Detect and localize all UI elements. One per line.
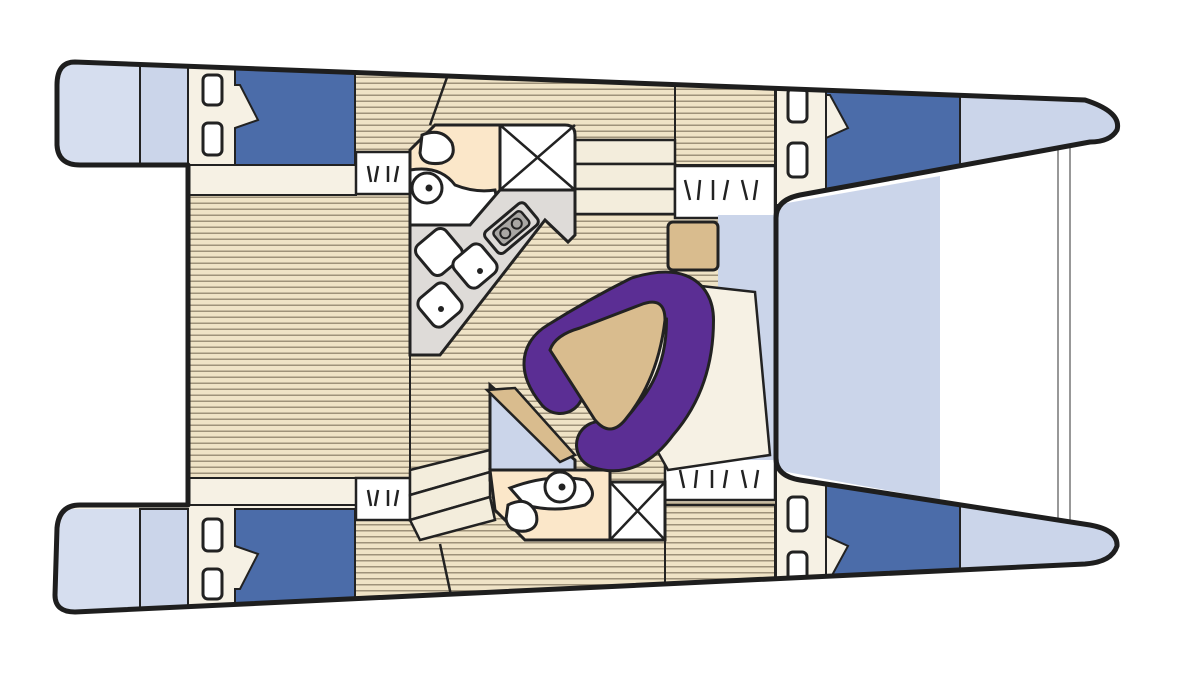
port-head xyxy=(484,381,667,542)
drain-icon xyxy=(425,184,433,192)
shower-x-icon xyxy=(609,481,666,541)
step-hatching xyxy=(678,469,760,489)
stern-step xyxy=(55,509,140,612)
nav-table xyxy=(484,386,578,464)
stern-platform xyxy=(139,62,189,166)
stove-burner-icon xyxy=(414,227,464,277)
hatch-icon xyxy=(786,141,809,179)
knob-icon xyxy=(477,268,483,274)
forward-steps-starboard xyxy=(573,138,777,220)
trampoline-area xyxy=(776,148,1071,520)
knob-icon xyxy=(438,306,444,312)
cockpit-bench xyxy=(187,477,357,506)
sink-drain-icon xyxy=(499,227,512,240)
stern-platform xyxy=(139,508,189,612)
forward-passage xyxy=(775,463,827,612)
forward-deck-panel xyxy=(776,176,940,500)
aft-steps-port xyxy=(354,476,412,522)
hatch-icon xyxy=(201,517,224,553)
aft-cockpit-floor xyxy=(187,164,411,506)
step xyxy=(573,138,677,166)
stove-burner-icon xyxy=(451,242,499,290)
cockpit-bench xyxy=(187,164,357,196)
boat-interior xyxy=(55,62,1118,612)
hatch-icon xyxy=(786,550,809,588)
step xyxy=(573,187,677,216)
dinette xyxy=(522,215,776,473)
hatch-icon xyxy=(786,495,809,533)
dinette-table xyxy=(548,300,667,431)
hatch-icon xyxy=(201,121,224,157)
hatch-icon xyxy=(201,567,224,601)
forepeak xyxy=(959,62,1118,211)
toilet-icon xyxy=(418,130,455,165)
hull-floor-forward xyxy=(664,498,776,612)
aft-cabin-berth xyxy=(234,62,356,166)
drain-icon xyxy=(558,483,566,491)
step-hatching xyxy=(366,489,400,507)
sink xyxy=(483,201,540,256)
hatch-icon xyxy=(201,73,224,107)
step xyxy=(354,476,412,522)
forepeak xyxy=(959,458,1118,612)
shower-x-icon xyxy=(499,124,576,191)
sink-drain-icon xyxy=(510,217,523,230)
step-hatching xyxy=(366,165,400,183)
hatch-icon xyxy=(786,86,809,124)
galley xyxy=(408,123,577,357)
aft-cabin-berth xyxy=(234,508,356,612)
step xyxy=(408,495,497,542)
hull-outline xyxy=(52,59,1121,615)
step xyxy=(354,150,412,196)
hull-floor-forward xyxy=(674,62,776,181)
step-hatching xyxy=(683,179,759,201)
stove-burner-icon xyxy=(416,281,464,329)
step xyxy=(573,162,677,191)
stern-step xyxy=(55,62,140,165)
side-table xyxy=(666,220,720,272)
aft-steps-starboard xyxy=(354,150,412,196)
toilet-icon xyxy=(504,499,539,533)
